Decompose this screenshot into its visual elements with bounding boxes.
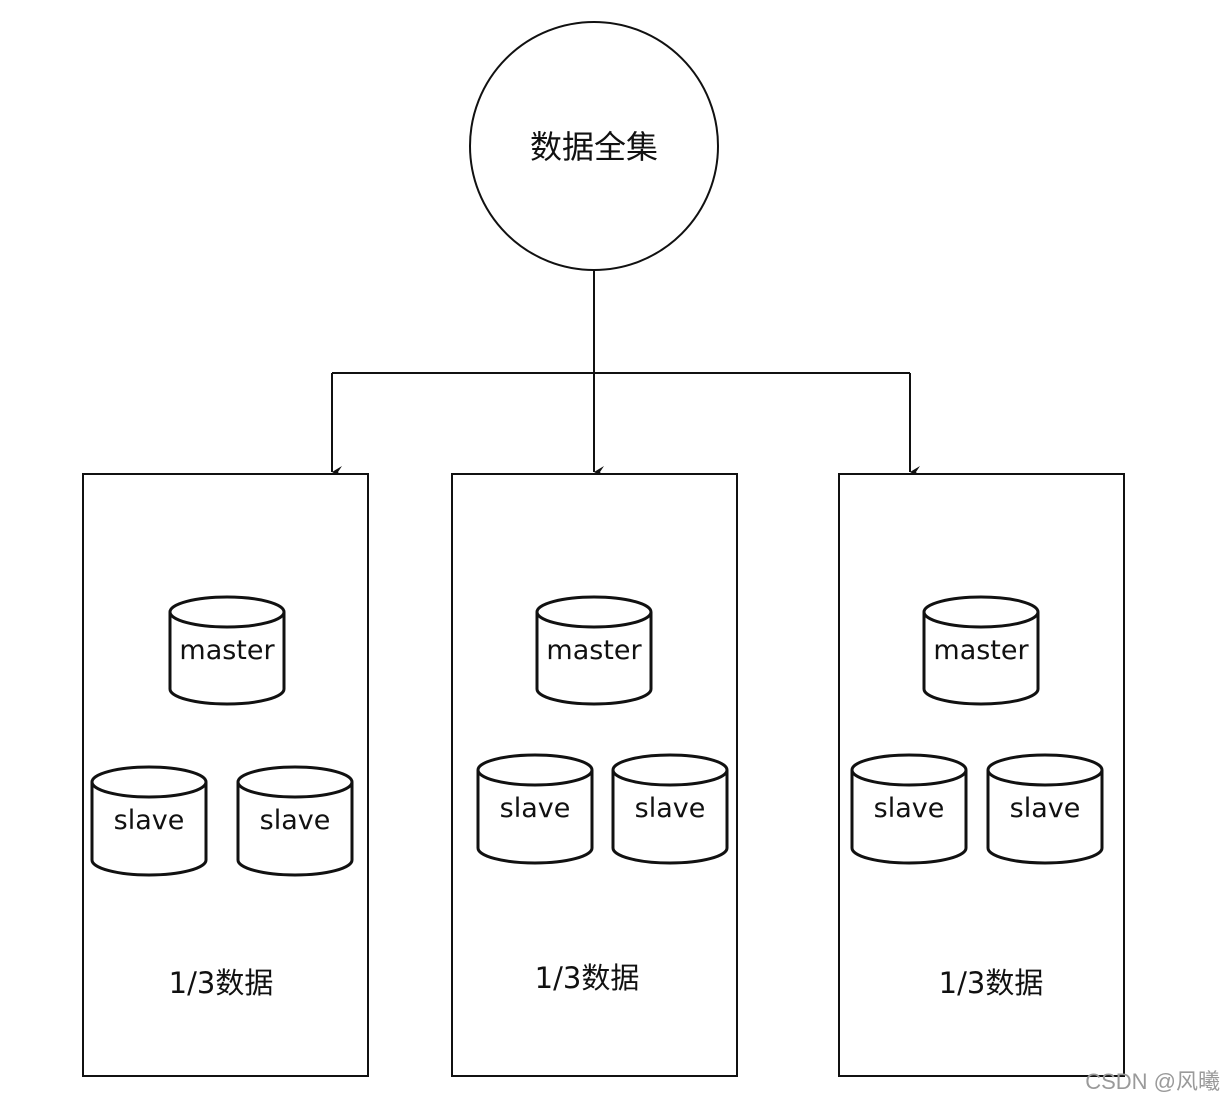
slave-label: slave xyxy=(114,805,185,836)
slave-db-icon: slave xyxy=(850,753,968,865)
master-label: master xyxy=(933,635,1029,666)
slave-label: slave xyxy=(874,793,945,824)
shard-share-label: 1/3数据 xyxy=(939,966,1044,1000)
master-label: master xyxy=(546,635,642,666)
watermark: CSDN @风曦 xyxy=(1085,1069,1220,1094)
shard-share-label: 1/3数据 xyxy=(535,961,640,995)
slave-label: slave xyxy=(500,793,571,824)
slave-db-icon: slave xyxy=(236,765,354,877)
slave-label: slave xyxy=(1010,793,1081,824)
root-label: 数据全集 xyxy=(530,128,658,166)
connectors xyxy=(331,270,920,478)
slave-db-icon: slave xyxy=(90,765,208,877)
master-db-icon: master xyxy=(535,595,653,706)
shard-box-2: master slave slave 1/3数据 xyxy=(451,473,738,1077)
shard-box-1: master slave slave 1/3数据 xyxy=(82,473,369,1077)
master-db-icon: master xyxy=(922,595,1040,706)
master-label: master xyxy=(179,635,275,666)
slave-label: slave xyxy=(635,793,706,824)
slave-db-icon: slave xyxy=(476,753,594,865)
slave-label: slave xyxy=(260,805,331,836)
slave-db-icon: slave xyxy=(986,753,1104,865)
shard-share-label: 1/3数据 xyxy=(169,966,274,1000)
master-db-icon: master xyxy=(168,595,286,706)
root-node: 数据全集 xyxy=(469,21,719,271)
shard-box-3: master slave slave 1/3数据 xyxy=(838,473,1125,1077)
slave-db-icon: slave xyxy=(611,753,729,865)
